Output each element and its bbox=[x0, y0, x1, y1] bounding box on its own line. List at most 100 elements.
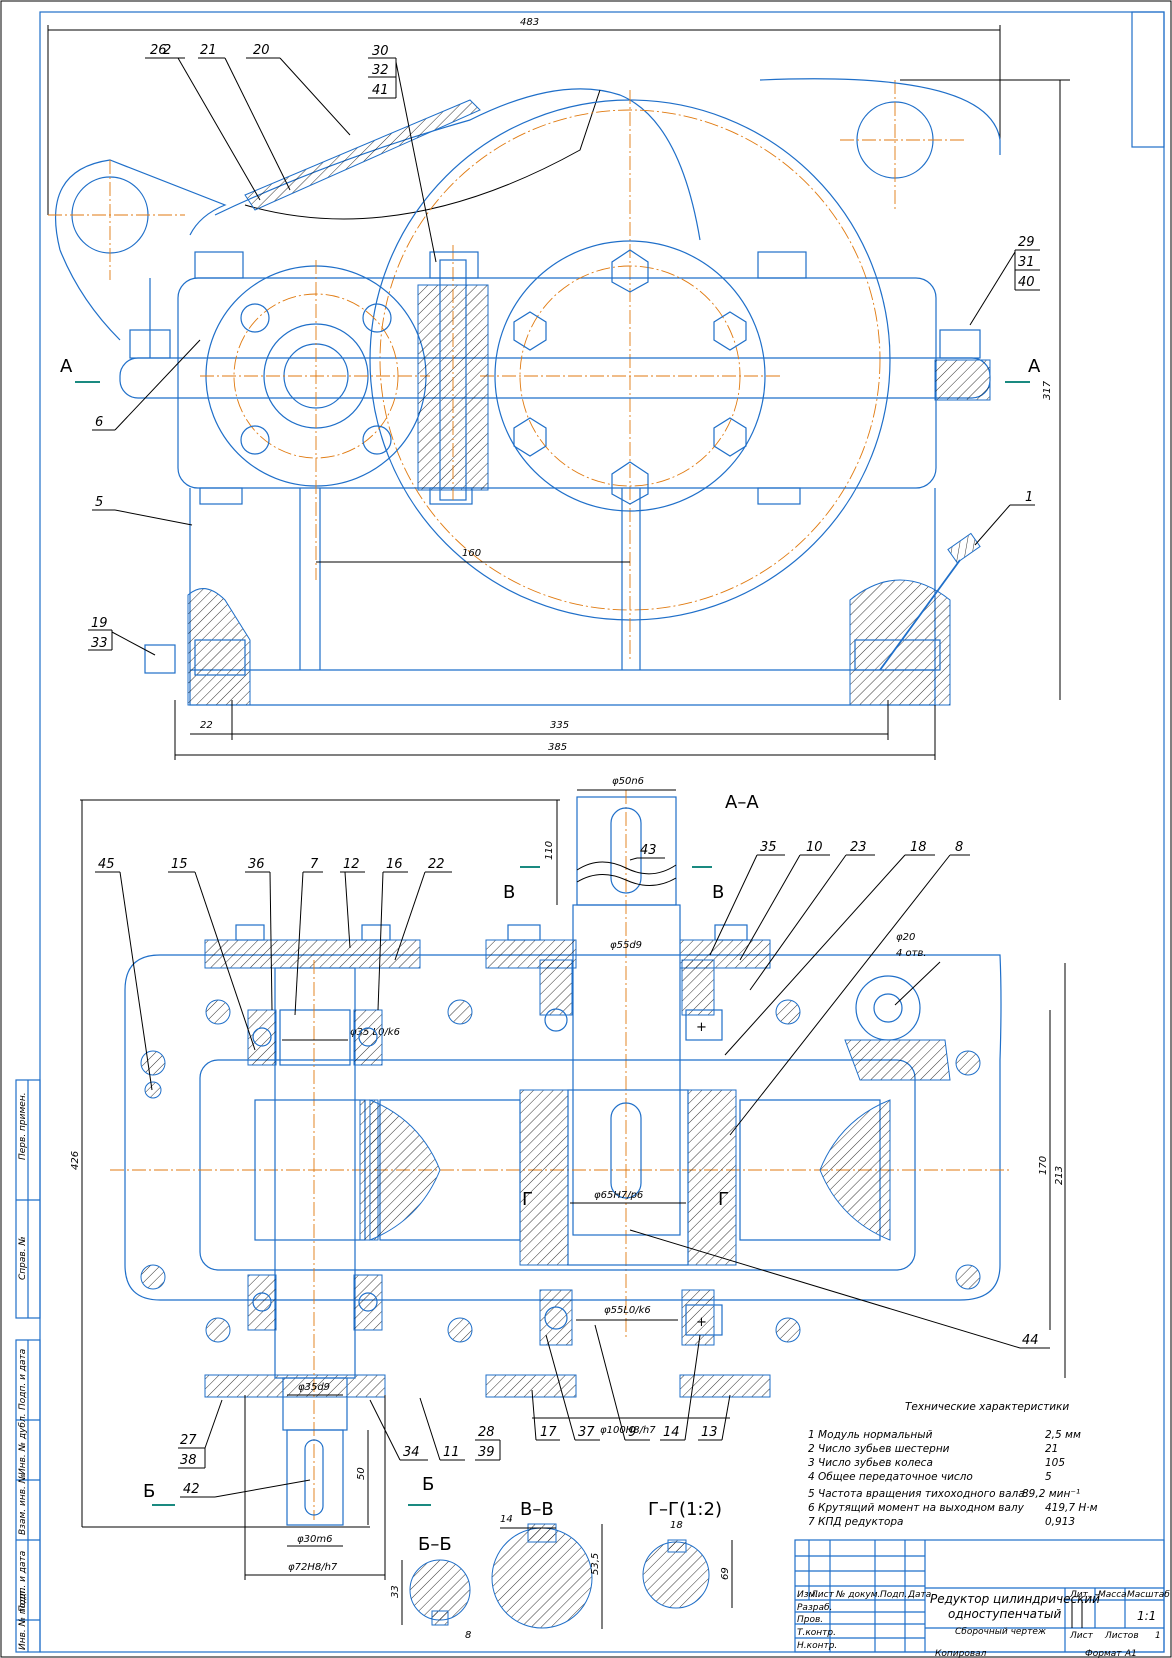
tech-title: Технические характеристики bbox=[905, 1401, 1069, 1413]
dim-22: 22 bbox=[200, 720, 213, 731]
callout: 42 bbox=[183, 1482, 200, 1497]
callout: 10 bbox=[806, 840, 823, 855]
dim-4otv: 4 отв. bbox=[896, 948, 927, 959]
dim-50: 50 bbox=[356, 1467, 367, 1480]
callout: 40 bbox=[1018, 275, 1035, 290]
callout: 45 bbox=[98, 857, 115, 872]
tech-item-label: 3 Число зубьев колеса bbox=[808, 1457, 933, 1469]
tb-header: Подп. bbox=[880, 1590, 907, 1600]
callout: 1 bbox=[1025, 490, 1033, 505]
sheets-label: Листов bbox=[1104, 1631, 1139, 1641]
callout: 12 bbox=[343, 857, 360, 872]
dim-160: 160 bbox=[462, 548, 481, 559]
tb-header: Дата bbox=[907, 1590, 931, 1600]
dim-65H7p6: φ65H7/p6 bbox=[594, 1190, 643, 1201]
dim-33: 33 bbox=[390, 1585, 401, 1598]
section-title-vv: В–В bbox=[520, 1499, 554, 1520]
section-mark-g-left: Г bbox=[522, 1189, 533, 1210]
dim-483: 483 bbox=[520, 17, 539, 28]
section-mark-v-left: В bbox=[503, 882, 515, 903]
tech-item-label: 5 Частота вращения тихоходного вала bbox=[808, 1488, 1025, 1500]
tech-characteristics: Технические характеристики 1 Модуль норм… bbox=[808, 1401, 1098, 1528]
top-corner-box bbox=[1131, 11, 1165, 148]
section-a-a: А–А 426 φ50n6 110 φ55d9 В В bbox=[70, 776, 1066, 1580]
tb-role: Разраб. bbox=[797, 1603, 832, 1613]
callout: 43 bbox=[640, 843, 657, 858]
callout: 23 bbox=[850, 840, 867, 855]
dim-69: 69 bbox=[720, 1567, 731, 1580]
tech-item-label: 7 КПД редуктора bbox=[808, 1516, 904, 1528]
section-mark-g-right: Г bbox=[718, 1189, 729, 1210]
dim-72H8h7: φ72H8/h7 bbox=[288, 1562, 338, 1573]
tech-item-label: 1 Модуль нормальный bbox=[808, 1429, 933, 1441]
tb-role: Н.контр. bbox=[797, 1641, 837, 1651]
dim-30m6: φ30m6 bbox=[297, 1534, 332, 1545]
side-stamp: Перв. примен. Справ. № Подп. и дата Инв.… bbox=[15, 1079, 41, 1653]
section-title-aa: А–А bbox=[725, 792, 759, 813]
scale-value: 1:1 bbox=[1137, 1609, 1156, 1623]
drawing-name-line2: одноступенчатый bbox=[948, 1607, 1061, 1621]
scale-label: Масштаб bbox=[1127, 1590, 1170, 1600]
tb-role: Пров. bbox=[797, 1615, 823, 1625]
tech-item-value: 105 bbox=[1045, 1457, 1065, 1469]
section-mark-a-right: А bbox=[1028, 356, 1041, 377]
callout: 39 bbox=[478, 1445, 495, 1460]
side-stamp-label: Подп. и дата bbox=[18, 1551, 28, 1612]
callout: 6 bbox=[95, 415, 103, 430]
callout: 18 bbox=[910, 840, 927, 855]
drawing-doc-type: Сборочный чертеж bbox=[955, 1627, 1047, 1637]
callout: 11 bbox=[443, 1445, 460, 1460]
tech-item-value: 419,7 Н·м bbox=[1045, 1502, 1098, 1514]
title-block: Изм. Лист № докум. Подп. Дата Разраб. Пр… bbox=[794, 1539, 1170, 1658]
dim-8: 8 bbox=[465, 1630, 471, 1641]
callout: 22 bbox=[428, 857, 445, 872]
callout: 8 bbox=[955, 840, 963, 855]
callout: 14 bbox=[663, 1425, 680, 1440]
callout: 36 bbox=[248, 857, 265, 872]
plus-mark: + bbox=[696, 1315, 707, 1330]
callout: 33 bbox=[91, 636, 108, 651]
section-mark-b-left: Б bbox=[143, 1481, 155, 1502]
mass-label: Масса bbox=[1098, 1590, 1127, 1600]
format-label: Формат bbox=[1085, 1649, 1122, 1658]
dim-213: 213 bbox=[1054, 1166, 1065, 1185]
side-stamp-label: Перв. примен. bbox=[18, 1092, 28, 1160]
callout: 44 bbox=[1022, 1333, 1039, 1348]
callout: 32 bbox=[372, 63, 389, 78]
side-stamp-label: Подп. и дата bbox=[18, 1349, 28, 1410]
callout: 15 bbox=[171, 857, 188, 872]
section-g-g: Г–Г(1:2) 18 69 bbox=[642, 1499, 733, 1609]
callout: 28 bbox=[478, 1425, 495, 1440]
dim-d20: φ20 bbox=[896, 932, 915, 943]
callouts-front: 26 2 21 20 30 32 41 29 31 40 6 5 1 19 33 bbox=[88, 43, 1040, 656]
tech-item-value: 21 bbox=[1045, 1443, 1058, 1455]
section-mark-b-right: Б bbox=[422, 1474, 434, 1495]
callout: 20 bbox=[253, 43, 270, 58]
sheet-label: Лист bbox=[1069, 1631, 1094, 1641]
tech-item-value: 0,913 bbox=[1045, 1516, 1075, 1528]
dim-14: 14 bbox=[500, 1514, 513, 1525]
section-title-gg: Г–Г(1:2) bbox=[648, 1499, 722, 1520]
dim-55L0k6: φ55L0/k6 bbox=[604, 1305, 651, 1316]
callout: 19 bbox=[91, 616, 108, 631]
section-b-b: Б–Б 33 8 bbox=[390, 1534, 471, 1641]
tech-item-label: 6 Крутящий момент на выходном валу bbox=[808, 1502, 1025, 1514]
side-stamp-label: Взам. инв. № bbox=[18, 1474, 28, 1535]
side-stamp-label: Справ. № bbox=[18, 1236, 28, 1280]
tech-item-value: 89,2 мин⁻¹ bbox=[1022, 1488, 1080, 1500]
drawing-name-line1: Редуктор цилиндрический bbox=[930, 1592, 1100, 1606]
callout: 38 bbox=[180, 1453, 197, 1468]
tb-role: Т.контр. bbox=[797, 1628, 836, 1638]
callout: 31 bbox=[1018, 255, 1035, 270]
callouts-section: 45 15 36 7 12 16 22 43 35 10 23 18 8 44 … bbox=[95, 840, 1050, 1498]
section-mark-v-right: В bbox=[712, 882, 724, 903]
tb-header: Лист bbox=[810, 1590, 835, 1600]
dim-317: 317 bbox=[1042, 380, 1053, 400]
callout: 34 bbox=[403, 1445, 420, 1460]
tech-item-value: 5 bbox=[1045, 1471, 1052, 1483]
side-stamp-label: Инв. № дубл. bbox=[18, 1413, 28, 1475]
dim-170: 170 bbox=[1038, 1156, 1049, 1175]
lit-label: Лит. bbox=[1069, 1590, 1091, 1600]
section-v-v: В–В 14 53,5 bbox=[491, 1499, 603, 1629]
